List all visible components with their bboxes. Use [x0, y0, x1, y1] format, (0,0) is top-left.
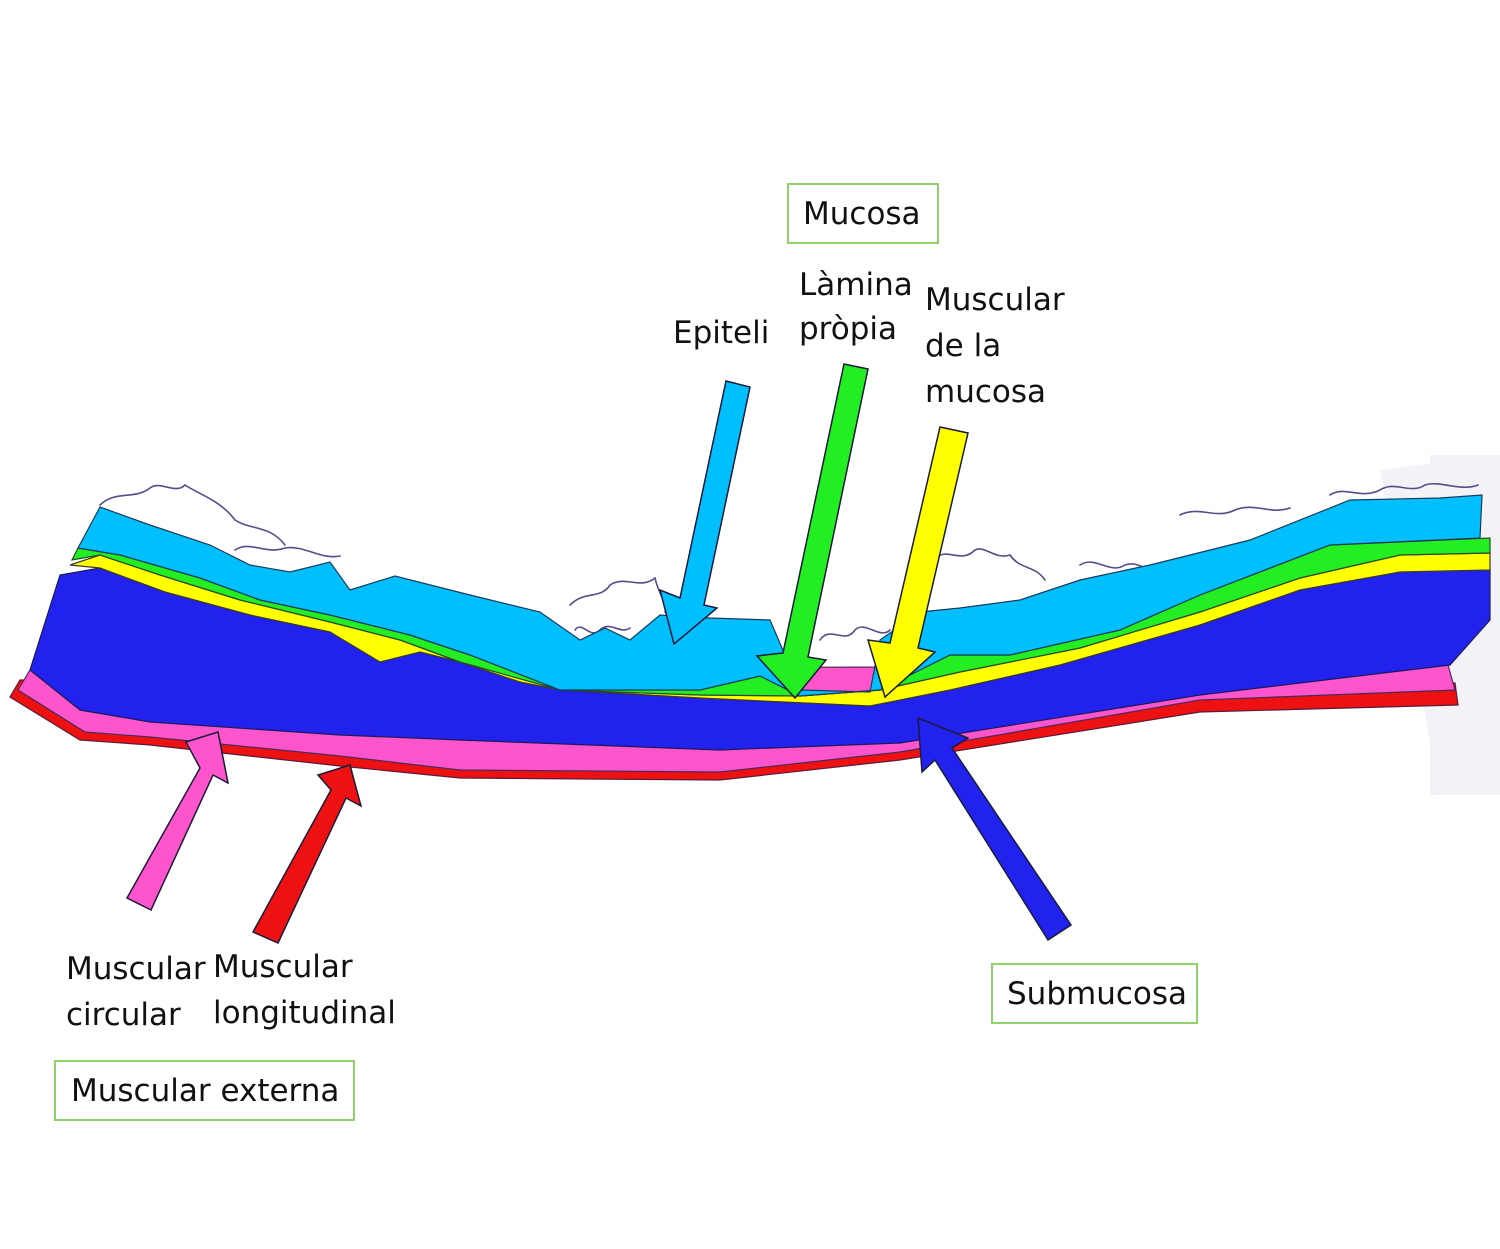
label-muscular-circular-line1: Muscular	[66, 951, 206, 987]
label-muscular-circular-line2: circular	[66, 997, 181, 1033]
label-muscular-circular: Muscular circular	[66, 946, 206, 1038]
tissue-fiber	[99, 483, 286, 546]
label-lamina-propia: Làmina pròpia	[799, 262, 913, 352]
tissue-fiber	[1179, 506, 1291, 516]
tissue-fiber	[819, 626, 891, 641]
tissue-fiber	[234, 545, 341, 558]
arrow-muscular-mucosa	[866, 426, 969, 699]
tissue-fiber	[934, 548, 1046, 581]
arrow-submucosa	[917, 716, 1073, 942]
label-lamina-propia-line1: Làmina	[799, 267, 913, 303]
label-muscular-mucosa-line3: mucosa	[925, 374, 1047, 410]
label-muscular-longitudinal: Muscular longitudinal	[213, 944, 396, 1036]
arrow-epiteli	[658, 380, 751, 646]
label-muscular-mucosa-line2: de la	[925, 328, 1002, 364]
label-epiteli: Epiteli	[673, 315, 770, 351]
label-muscular-longitudinal-line1: Muscular	[213, 949, 353, 985]
group-box-mucosa: Mucosa	[787, 183, 939, 244]
group-label-mucosa: Mucosa	[803, 195, 921, 232]
arrow-muscular-circular	[125, 731, 230, 912]
label-muscular-longitudinal-line2: longitudinal	[213, 995, 396, 1031]
tissue-fiber	[569, 576, 668, 613]
group-box-submucosa: Submucosa	[991, 963, 1198, 1024]
group-label-muscular-externa: Muscular externa	[71, 1072, 340, 1109]
label-lamina-propia-line2: pròpia	[799, 311, 897, 347]
arrow-muscular-longitudinal	[251, 764, 363, 944]
arrow-lamina-propia	[755, 363, 869, 700]
label-muscular-mucosa-line1: Muscular	[925, 282, 1065, 318]
label-muscular-mucosa: Muscular de la mucosa	[925, 277, 1065, 415]
tissue-fiber	[1329, 483, 1479, 496]
group-box-muscular-externa: Muscular externa	[54, 1060, 355, 1121]
group-label-submucosa: Submucosa	[1007, 975, 1188, 1012]
